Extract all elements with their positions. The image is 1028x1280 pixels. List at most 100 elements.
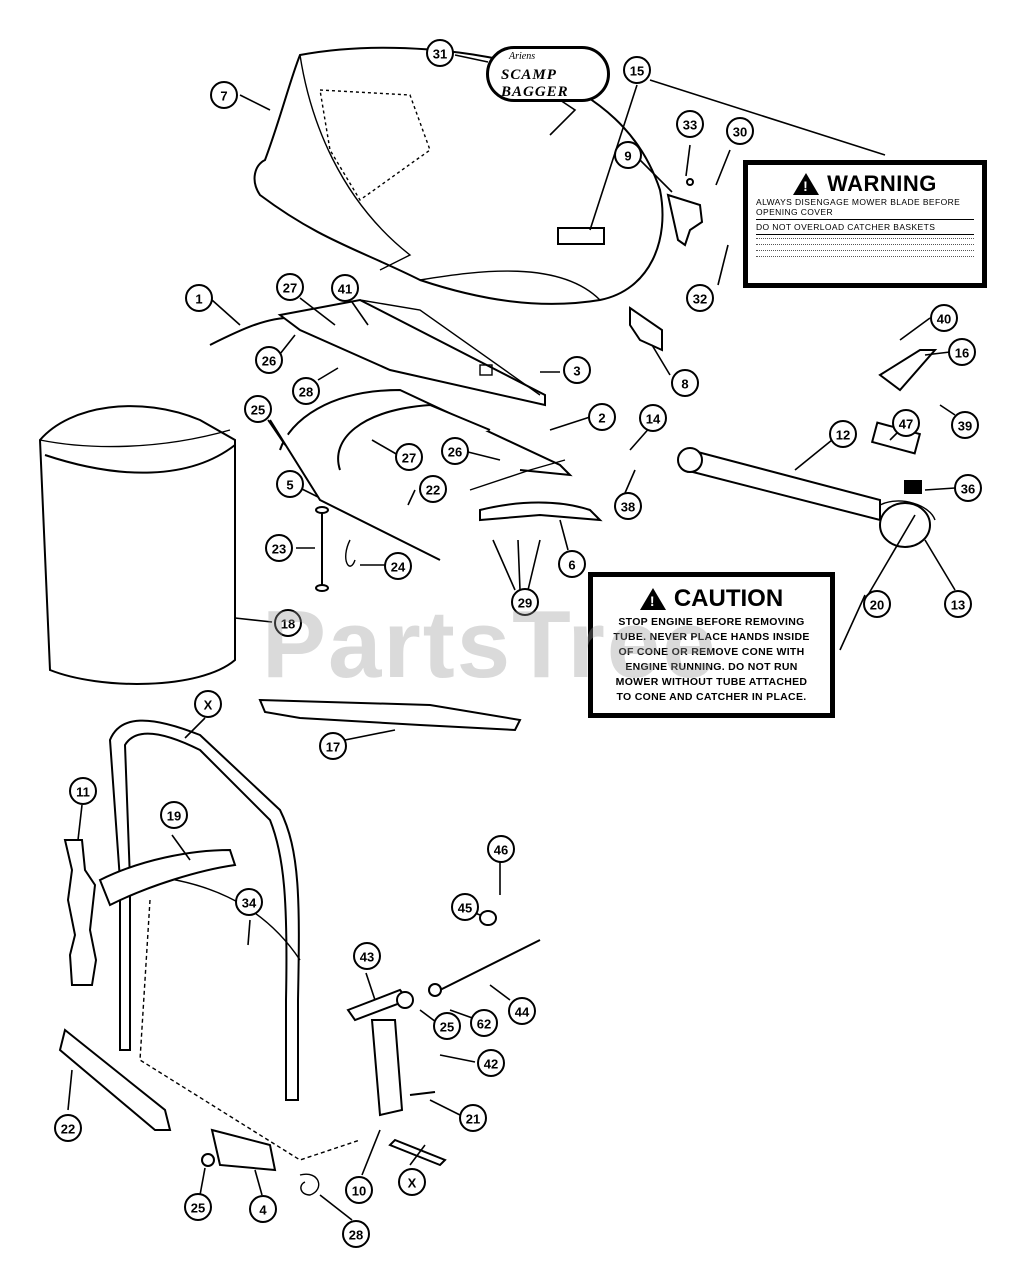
callout-number: 4 — [259, 1203, 267, 1218]
pad-36 — [904, 480, 922, 494]
callout-number: 38 — [621, 500, 635, 515]
callout-25: 25 — [244, 395, 272, 423]
warning-header: ! WARNING — [748, 171, 982, 197]
caution-line: MOWER WITHOUT TUBE ATTACHED — [615, 676, 808, 688]
warning-triangle-icon: ! — [793, 173, 820, 195]
callout-number: 1 — [195, 292, 202, 307]
callout-X: X — [194, 690, 222, 718]
side-plate — [63, 839, 98, 986]
callout-7: 7 — [210, 81, 238, 109]
callout-number: 25 — [191, 1201, 205, 1216]
callout-11: 11 — [69, 777, 97, 805]
callout-18: 18 — [274, 609, 302, 637]
callout-28: 28 — [342, 1220, 370, 1248]
callout-39: 39 — [951, 411, 979, 439]
caution-line: OF CONE OR REMOVE CONE WITH — [618, 646, 805, 658]
callout-10: 10 — [345, 1176, 373, 1204]
caution-header: ! CAUTION — [593, 585, 830, 613]
small-bracket — [629, 306, 663, 352]
callout-46: 46 — [487, 835, 515, 863]
callout-44: 44 — [508, 997, 536, 1025]
callout-20: 20 — [863, 590, 891, 618]
warning-line-2: OPENING COVER — [756, 207, 833, 217]
caution-line: TUBE. NEVER PLACE HANDS INSIDE — [613, 631, 810, 643]
callout-number: 2 — [598, 411, 605, 426]
callout-38: 38 — [614, 492, 642, 520]
callout-number: 23 — [272, 542, 286, 557]
caution-triangle-icon: ! — [639, 588, 666, 610]
bracket-16 — [878, 349, 938, 392]
callout-number: 30 — [733, 125, 747, 140]
grip-bar — [98, 848, 237, 907]
warning-line-1: ALWAYS DISENGAGE MOWER BLADE BEFORE — [756, 197, 961, 207]
callout-4: 4 — [249, 1195, 277, 1223]
callout-28: 28 — [292, 377, 320, 405]
callout-number: 19 — [167, 809, 181, 824]
callout-number: X — [408, 1176, 417, 1191]
callout-number: 8 — [681, 377, 688, 392]
callout-number: 22 — [426, 483, 440, 498]
callout-27: 27 — [276, 273, 304, 301]
callout-1: 1 — [185, 284, 213, 312]
callout-number: 10 — [352, 1184, 366, 1199]
callout-15: 15 — [623, 56, 651, 84]
callout-number: 12 — [836, 428, 850, 443]
callout-number: 26 — [448, 445, 462, 460]
callout-number: 26 — [262, 354, 276, 369]
callout-23: 23 — [265, 534, 293, 562]
callout-42: 42 — [477, 1049, 505, 1077]
warning-decal: ! WARNING ALWAYS DISENGAGE MOWER BLADE B… — [743, 160, 987, 288]
callout-number: 20 — [870, 598, 884, 613]
callout-number: 40 — [937, 312, 951, 327]
callout-number: X — [204, 698, 213, 713]
caution-line: STOP ENGINE BEFORE REMOVING — [618, 616, 805, 628]
callout-29: 29 — [511, 588, 539, 616]
mounting-frame — [209, 298, 546, 407]
callout-34: 34 — [235, 888, 263, 916]
callout-number: 17 — [326, 740, 340, 755]
callout-number: 22 — [61, 1122, 75, 1137]
callout-32: 32 — [686, 284, 714, 312]
callout-17: 17 — [319, 732, 347, 760]
callout-number: 18 — [281, 617, 295, 632]
callout-number: 21 — [466, 1112, 480, 1127]
callout-36: 36 — [954, 474, 982, 502]
callout-number: 41 — [338, 282, 352, 297]
callout-number: 46 — [494, 843, 508, 858]
callout-number: 3 — [573, 364, 580, 379]
callout-12: 12 — [829, 420, 857, 448]
callout-13: 13 — [944, 590, 972, 618]
callout-number: 7 — [220, 89, 227, 104]
callout-number: 27 — [402, 451, 416, 466]
callout-number: 34 — [242, 896, 257, 911]
nut-25 — [201, 1153, 215, 1167]
callout-45: 45 — [451, 893, 479, 921]
discharge-tube — [677, 447, 936, 548]
caution-line: TO CONE AND CATCHER IN PLACE. — [616, 691, 807, 703]
callout-number: 28 — [299, 385, 313, 400]
callout-number: 25 — [440, 1020, 454, 1035]
callout-number: 44 — [515, 1005, 530, 1020]
handle-frame — [108, 719, 361, 1161]
clip-28 — [299, 1173, 320, 1196]
caution-title: CAUTION — [673, 585, 784, 612]
callout-33: 33 — [676, 110, 704, 138]
callout-30: 30 — [726, 117, 754, 145]
callout-number: 6 — [568, 558, 575, 573]
callout-number: 15 — [630, 64, 644, 79]
callout-number: 14 — [646, 412, 661, 427]
callout-27: 27 — [395, 443, 423, 471]
lift-linkage — [346, 939, 541, 1167]
callout-41: 41 — [331, 274, 359, 302]
caution-decal: ! CAUTION STOP ENGINE BEFORE REMOVING TU… — [588, 572, 835, 718]
callout-number: 62 — [477, 1017, 491, 1032]
bagger-cover — [253, 46, 664, 305]
callout-number: 29 — [518, 596, 532, 611]
washer-45 — [479, 910, 497, 926]
callout-19: 19 — [160, 801, 188, 829]
callout-40: 40 — [930, 304, 958, 332]
callout-24: 24 — [384, 552, 412, 580]
mower-blade — [258, 698, 522, 732]
callout-43: 43 — [353, 942, 381, 970]
